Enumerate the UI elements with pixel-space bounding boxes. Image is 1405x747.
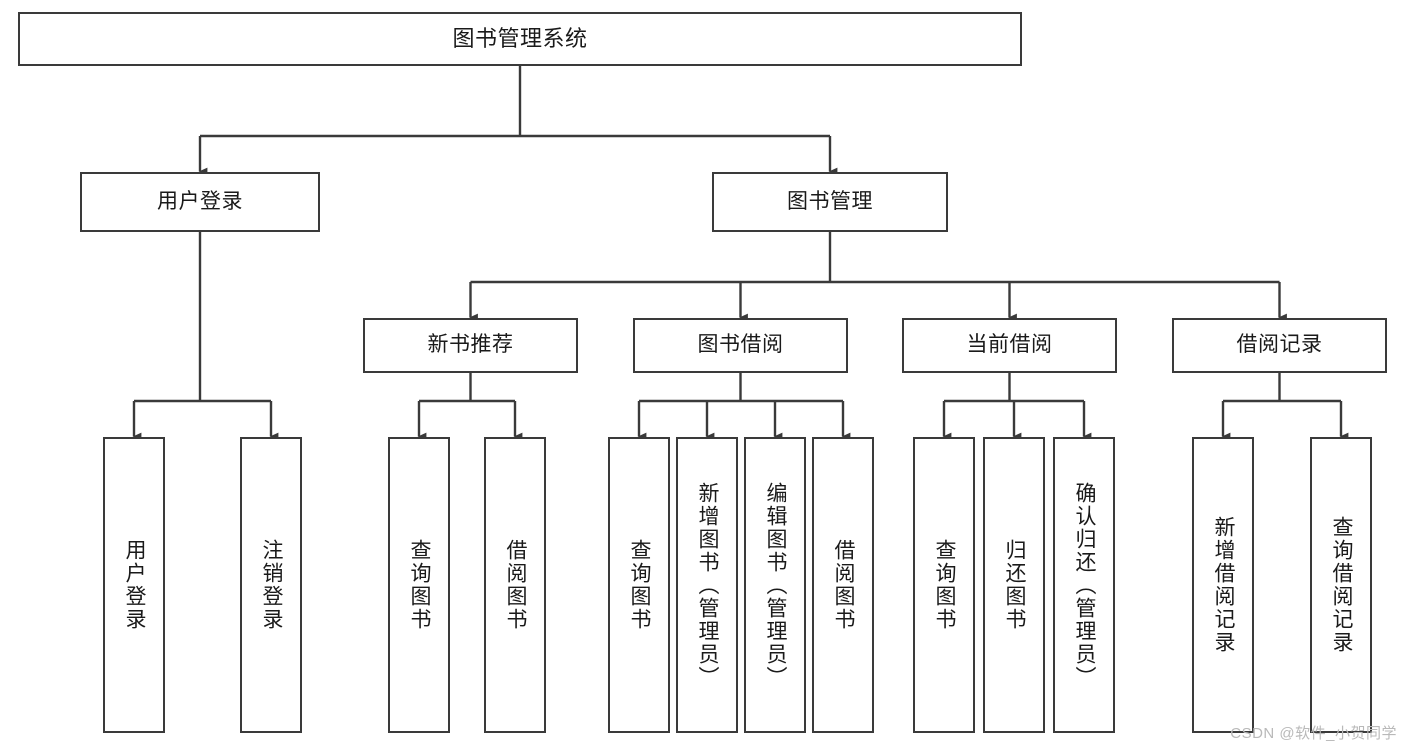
node-label: 新增图书（管理员）: [696, 481, 720, 689]
node-label: 图书借阅: [697, 333, 784, 357]
node-label: 用户登录: [157, 189, 243, 213]
node-login[interactable]: 用户登录: [80, 172, 320, 232]
node-label: 归还图书: [1003, 539, 1027, 631]
node-label: 图书管理系统: [452, 26, 588, 52]
node-l-addrec[interactable]: 新增借阅记录: [1192, 437, 1254, 733]
node-l-b2[interactable]: 借阅图书: [812, 437, 874, 733]
node-l-q1[interactable]: 查询图书: [388, 437, 450, 733]
node-l-login[interactable]: 用户登录: [103, 437, 165, 733]
node-label: 编辑图书（管理员）: [764, 481, 788, 689]
node-label: 借阅图书: [504, 539, 528, 631]
node-l-conf[interactable]: 确认归还（管理员）: [1053, 437, 1115, 733]
node-l-b1[interactable]: 借阅图书: [484, 437, 546, 733]
node-label: 新书推荐: [427, 333, 514, 357]
node-root[interactable]: 图书管理系统: [18, 12, 1022, 66]
node-label: 借阅记录: [1236, 333, 1323, 357]
node-label: 借阅图书: [832, 539, 856, 631]
node-label: 图书管理: [787, 189, 873, 213]
node-label: 查询借阅记录: [1330, 516, 1354, 654]
node-l-q2[interactable]: 查询图书: [608, 437, 670, 733]
csdn-watermark: CSDN @软件_小贺同学: [1230, 725, 1397, 742]
node-label: 当前借阅: [966, 333, 1053, 357]
node-l-qrec[interactable]: 查询借阅记录: [1310, 437, 1372, 733]
node-current[interactable]: 当前借阅: [902, 318, 1117, 373]
node-bookmgmt[interactable]: 图书管理: [712, 172, 948, 232]
node-l-ret[interactable]: 归还图书: [983, 437, 1045, 733]
node-records[interactable]: 借阅记录: [1172, 318, 1387, 373]
node-label: 查询图书: [408, 539, 432, 631]
node-label: 确认归还（管理员）: [1073, 481, 1097, 689]
node-newbook[interactable]: 新书推荐: [363, 318, 578, 373]
node-borrow[interactable]: 图书借阅: [633, 318, 848, 373]
edges: [132, 66, 1349, 441]
node-label: 注销登录: [260, 539, 284, 631]
node-label: 查询图书: [628, 539, 652, 631]
node-l-add[interactable]: 新增图书（管理员）: [676, 437, 738, 733]
node-l-edit[interactable]: 编辑图书（管理员）: [744, 437, 806, 733]
node-label: 新增借阅记录: [1212, 516, 1236, 654]
node-label: 查询图书: [933, 539, 957, 631]
node-label: 用户登录: [123, 539, 147, 631]
node-l-q3[interactable]: 查询图书: [913, 437, 975, 733]
node-l-logout[interactable]: 注销登录: [240, 437, 302, 733]
